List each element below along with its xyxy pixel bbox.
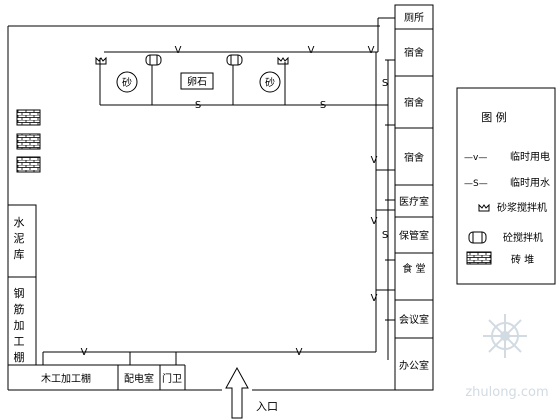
room-toilet-label: 厕所 xyxy=(404,12,424,24)
room-cement xyxy=(7,204,37,278)
room-rebar xyxy=(7,276,37,366)
power-line-label: V xyxy=(371,293,378,304)
left-buildings: 水 泥 库 钢 筋 加 工 棚 xyxy=(7,204,37,366)
legend-brick-icon xyxy=(466,251,492,265)
legend-mortar-mixer-icon xyxy=(478,203,490,212)
room-toilet xyxy=(394,4,434,30)
entrance: 入口 xyxy=(225,366,278,419)
sand-pile-left-label: 砂 xyxy=(122,76,132,89)
mortar-mixer-icon xyxy=(277,56,289,65)
sand-pile-right-label: 砂 xyxy=(265,76,275,89)
right-buildings: 厕所 宿舍 宿舍 宿舍 医疗室 保管室 食 堂 会议室 办公室 xyxy=(394,4,434,391)
water-line: S S S S xyxy=(100,59,395,360)
power-line-top: V V V xyxy=(104,17,395,56)
quarry-pile xyxy=(180,72,214,90)
water-line-label: S xyxy=(382,78,388,89)
room-rebar-char-3: 加 xyxy=(14,319,25,332)
room-office-label: 办公室 xyxy=(399,359,429,372)
room-dorm-3-label: 宿舍 xyxy=(404,151,424,164)
legend-label-water: 临时用水 xyxy=(510,176,550,189)
room-canteen xyxy=(394,252,434,301)
brick-pile-icon xyxy=(16,156,41,173)
legend: 图 例 —v— 临时用电 —S— 临时用水 砂浆搅拌机 砼搅拌机 砖 堆 xyxy=(456,87,556,285)
legend-box xyxy=(456,87,556,285)
power-line-label: V xyxy=(81,347,88,358)
power-line-label: V xyxy=(308,45,315,56)
room-dorm-3 xyxy=(394,127,434,186)
room-cement-char-2: 泥 xyxy=(14,232,25,245)
watermark: zhulong.com xyxy=(465,314,549,400)
room-custody xyxy=(394,216,434,254)
room-gate-label: 门卫 xyxy=(162,372,182,385)
material-yard: 砂 卵石 砂 xyxy=(99,58,286,106)
water-line-label: S xyxy=(382,230,388,241)
room-custody-label: 保管室 xyxy=(399,229,429,242)
brick-pile-icon xyxy=(16,109,41,126)
entrance-label: 入口 xyxy=(256,400,278,413)
entrance-arrow-icon xyxy=(225,366,249,419)
legend-title: 图 例 xyxy=(481,110,507,124)
bottom-buildings: 木工加工棚 配电室 门卫 xyxy=(8,364,186,390)
power-line-label: V xyxy=(371,155,378,166)
room-canteen-label: 食 堂 xyxy=(402,262,425,275)
water-line-label: S xyxy=(195,100,201,111)
room-rebar-char-4: 工 xyxy=(14,335,25,348)
concrete-mixer-icon xyxy=(145,54,162,66)
room-office xyxy=(394,337,434,391)
legend-label-brick: 砖 堆 xyxy=(511,253,534,266)
room-rebar-char-1: 钢 xyxy=(14,287,25,300)
brick-pile-icon xyxy=(16,133,41,150)
room-dorm-2-label: 宿舍 xyxy=(404,96,424,109)
room-dorm-1-label: 宿舍 xyxy=(404,46,424,59)
sand-pile-left xyxy=(116,71,138,93)
power-line-label: V xyxy=(371,216,378,227)
mortar-mixer-icon xyxy=(95,56,107,65)
room-meeting-label: 会议室 xyxy=(399,313,429,326)
room-rebar-char-2: 筋 xyxy=(14,302,25,316)
legend-label-power: 临时用电 xyxy=(510,150,550,163)
room-carpentry-label: 木工加工棚 xyxy=(41,372,91,385)
power-line-bottom: V V xyxy=(42,347,376,365)
room-clinic xyxy=(394,184,434,218)
room-dorm-2 xyxy=(394,75,434,129)
room-cement-char-3: 库 xyxy=(14,248,25,261)
room-cement-char-1: 水 xyxy=(14,216,25,229)
quarry-pile-label: 卵石 xyxy=(187,76,207,88)
legend-concrete-mixer-icon xyxy=(468,231,487,244)
watermark-logo-icon xyxy=(483,314,527,358)
legend-label-concrete-mixer: 砼搅拌机 xyxy=(503,231,543,244)
legend-symbol-water: —S— xyxy=(464,179,488,189)
watermark-text: zhulong.com xyxy=(465,385,548,400)
legend-label-mortar-mixer: 砂浆搅拌机 xyxy=(497,201,547,214)
power-line-label: V xyxy=(296,347,303,358)
sand-pile-right xyxy=(259,71,281,93)
brick-piles xyxy=(16,109,41,173)
room-power-label: 配电室 xyxy=(124,372,154,385)
power-line-label: V xyxy=(175,45,182,56)
room-clinic-label: 医疗室 xyxy=(399,195,429,208)
concrete-mixer-icon xyxy=(226,54,243,66)
water-line-label: S xyxy=(320,100,326,111)
legend-symbol-power: —v— xyxy=(464,153,487,163)
mixers xyxy=(95,54,289,66)
room-rebar-char-5: 棚 xyxy=(14,350,25,364)
power-line-right: V V V xyxy=(371,52,395,352)
power-line-label: V xyxy=(368,45,375,56)
room-meeting xyxy=(394,299,434,339)
